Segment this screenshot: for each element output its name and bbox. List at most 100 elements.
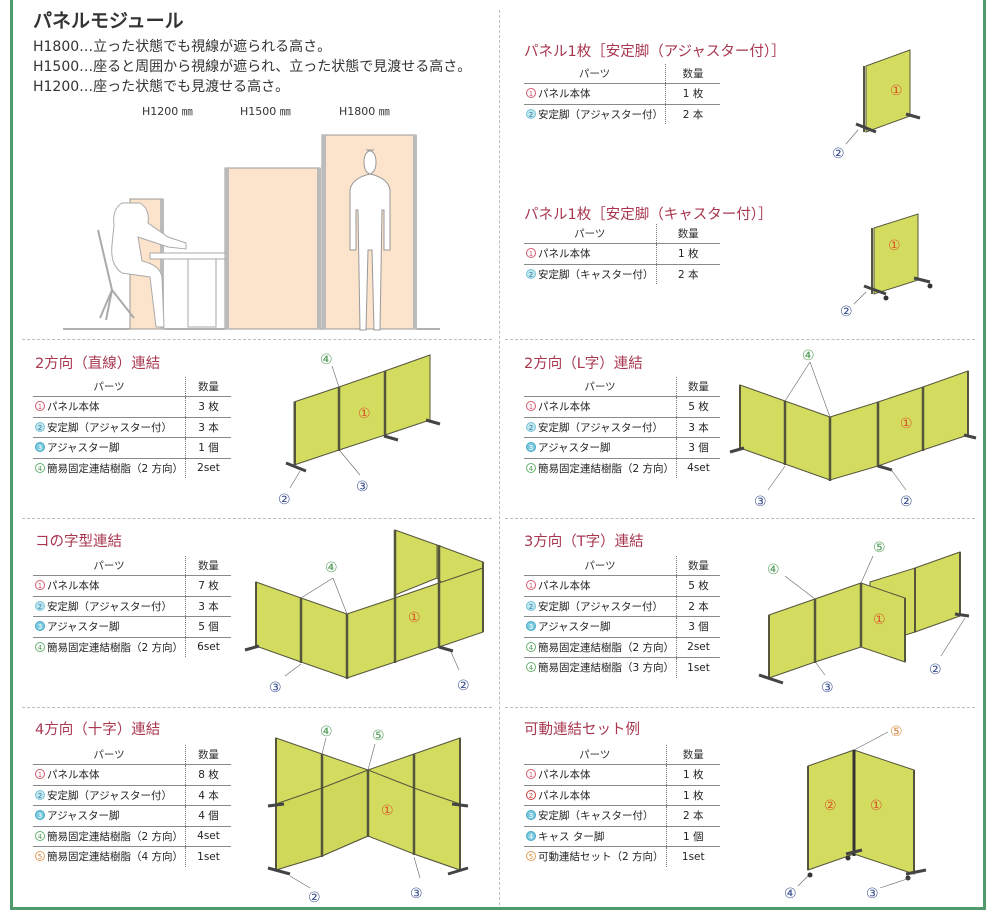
col-qty: 数量: [665, 745, 720, 765]
col-parts: パーツ: [574, 228, 606, 240]
part-name: 簡易固定連結樹脂（2 方向）: [538, 462, 675, 475]
part-qty: 5 枚: [676, 575, 720, 596]
part-name: パネル本体: [538, 769, 591, 782]
col-parts: パーツ: [93, 560, 125, 572]
circled-number-2-icon: 2: [526, 108, 536, 119]
circled-number-3-icon: 3: [526, 810, 536, 821]
svg-text:②: ②: [840, 304, 853, 320]
svg-text:②: ②: [308, 890, 321, 906]
section-title-single-caster: パネル1枚［安定脚（キャスター付）］: [524, 207, 773, 223]
circled-number-1-icon: 1: [35, 401, 45, 412]
part-name: 簡易固定連結樹脂（3 方向）: [538, 662, 675, 675]
circled-number-3-icon: 3: [35, 621, 45, 632]
row-divider: [505, 707, 975, 708]
section-title-cross: 4方向（十字）連結: [35, 722, 161, 738]
col-parts: パーツ: [93, 381, 125, 393]
part-name: 安定脚（アジャスター付）: [47, 421, 173, 434]
page-frame: [10, 0, 986, 910]
part-name: 安定脚（アジャスター付）: [47, 600, 173, 613]
svg-text:③: ③: [754, 494, 767, 510]
col-parts: パーツ: [579, 749, 611, 761]
col-qty: 数量: [676, 556, 720, 576]
col-parts: パーツ: [93, 749, 125, 761]
part-name: パネル本体: [538, 401, 591, 414]
part-qty: 2set: [185, 457, 231, 478]
part-qty: 3 本: [676, 416, 720, 438]
movable-connection-illustration: ② ① ⑤ ④ ③: [784, 724, 927, 902]
svg-text:①: ①: [408, 610, 421, 626]
part-qty: 2 本: [665, 805, 720, 826]
col-parts: パーツ: [584, 381, 616, 393]
part-name: アジャスター脚: [47, 621, 120, 634]
part-qty: 3 個: [676, 616, 720, 637]
part-name: アジャスター脚: [538, 442, 611, 455]
svg-text:①: ①: [870, 798, 883, 814]
part-name: 簡易固定連結樹脂（2 方向）: [47, 462, 184, 475]
circled-number-3-icon: 3: [526, 621, 536, 632]
circled-number-4-icon: 4: [526, 662, 536, 673]
circled-number-1-icon: 1: [35, 769, 45, 780]
part-qty: 2 本: [665, 103, 720, 124]
circled-number-5-icon: 5: [526, 851, 536, 862]
straight-connection-illustration: ① ④ ② ③: [278, 352, 441, 508]
part-name: 簡易固定連結樹脂（2 方向）: [47, 830, 184, 843]
single-panel-adjuster-illustration: ① ②: [832, 49, 921, 162]
part-name: 簡易固定連結樹脂（2 方向）: [538, 641, 675, 654]
single-panel-caster-illustration: ① ②: [840, 213, 933, 320]
circled-number-3-icon: 3: [35, 442, 45, 453]
col-qty: 数量: [185, 377, 231, 397]
part-qty: 4set: [676, 457, 720, 478]
section-title-straight: 2方向（直線）連結: [35, 356, 161, 372]
svg-text:④: ④: [325, 560, 338, 576]
part-qty: 3 本: [185, 595, 231, 617]
circled-number-1-icon: 1: [35, 580, 45, 591]
svg-text:②: ②: [900, 494, 913, 510]
part-name: パネル本体: [538, 789, 591, 802]
circled-number-2-icon: 2: [526, 789, 536, 800]
part-name: 可動連結セット（2 方向）: [538, 851, 664, 864]
height-comparison-illustration: [63, 134, 440, 331]
col-qty: 数量: [676, 377, 720, 397]
circled-number-2-icon: 2: [526, 421, 536, 432]
part-name: 安定脚（アジャスター付）: [47, 789, 173, 802]
svg-text:③: ③: [866, 886, 879, 902]
svg-text:②: ②: [457, 678, 470, 694]
circled-number-5-icon: 5: [35, 851, 45, 862]
part-name: 安定脚（アジャスター付）: [538, 421, 664, 434]
part-qty: 4set: [185, 825, 231, 847]
svg-text:③: ③: [410, 886, 423, 902]
part-qty: 6set: [185, 636, 231, 657]
part-qty: 2set: [676, 636, 720, 658]
part-qty: 7 枚: [185, 575, 231, 596]
circled-number-4-icon: 4: [35, 641, 45, 652]
part-qty: 1set: [185, 846, 231, 867]
part-qty: 1 個: [665, 825, 720, 847]
svg-text:④: ④: [784, 886, 797, 902]
svg-text:②: ②: [832, 146, 845, 162]
svg-text:③: ③: [356, 479, 369, 495]
row-divider: [505, 518, 975, 519]
u-shape-connection-illustration: ① ④ ③ ②: [244, 529, 484, 696]
row-divider: [22, 518, 492, 519]
